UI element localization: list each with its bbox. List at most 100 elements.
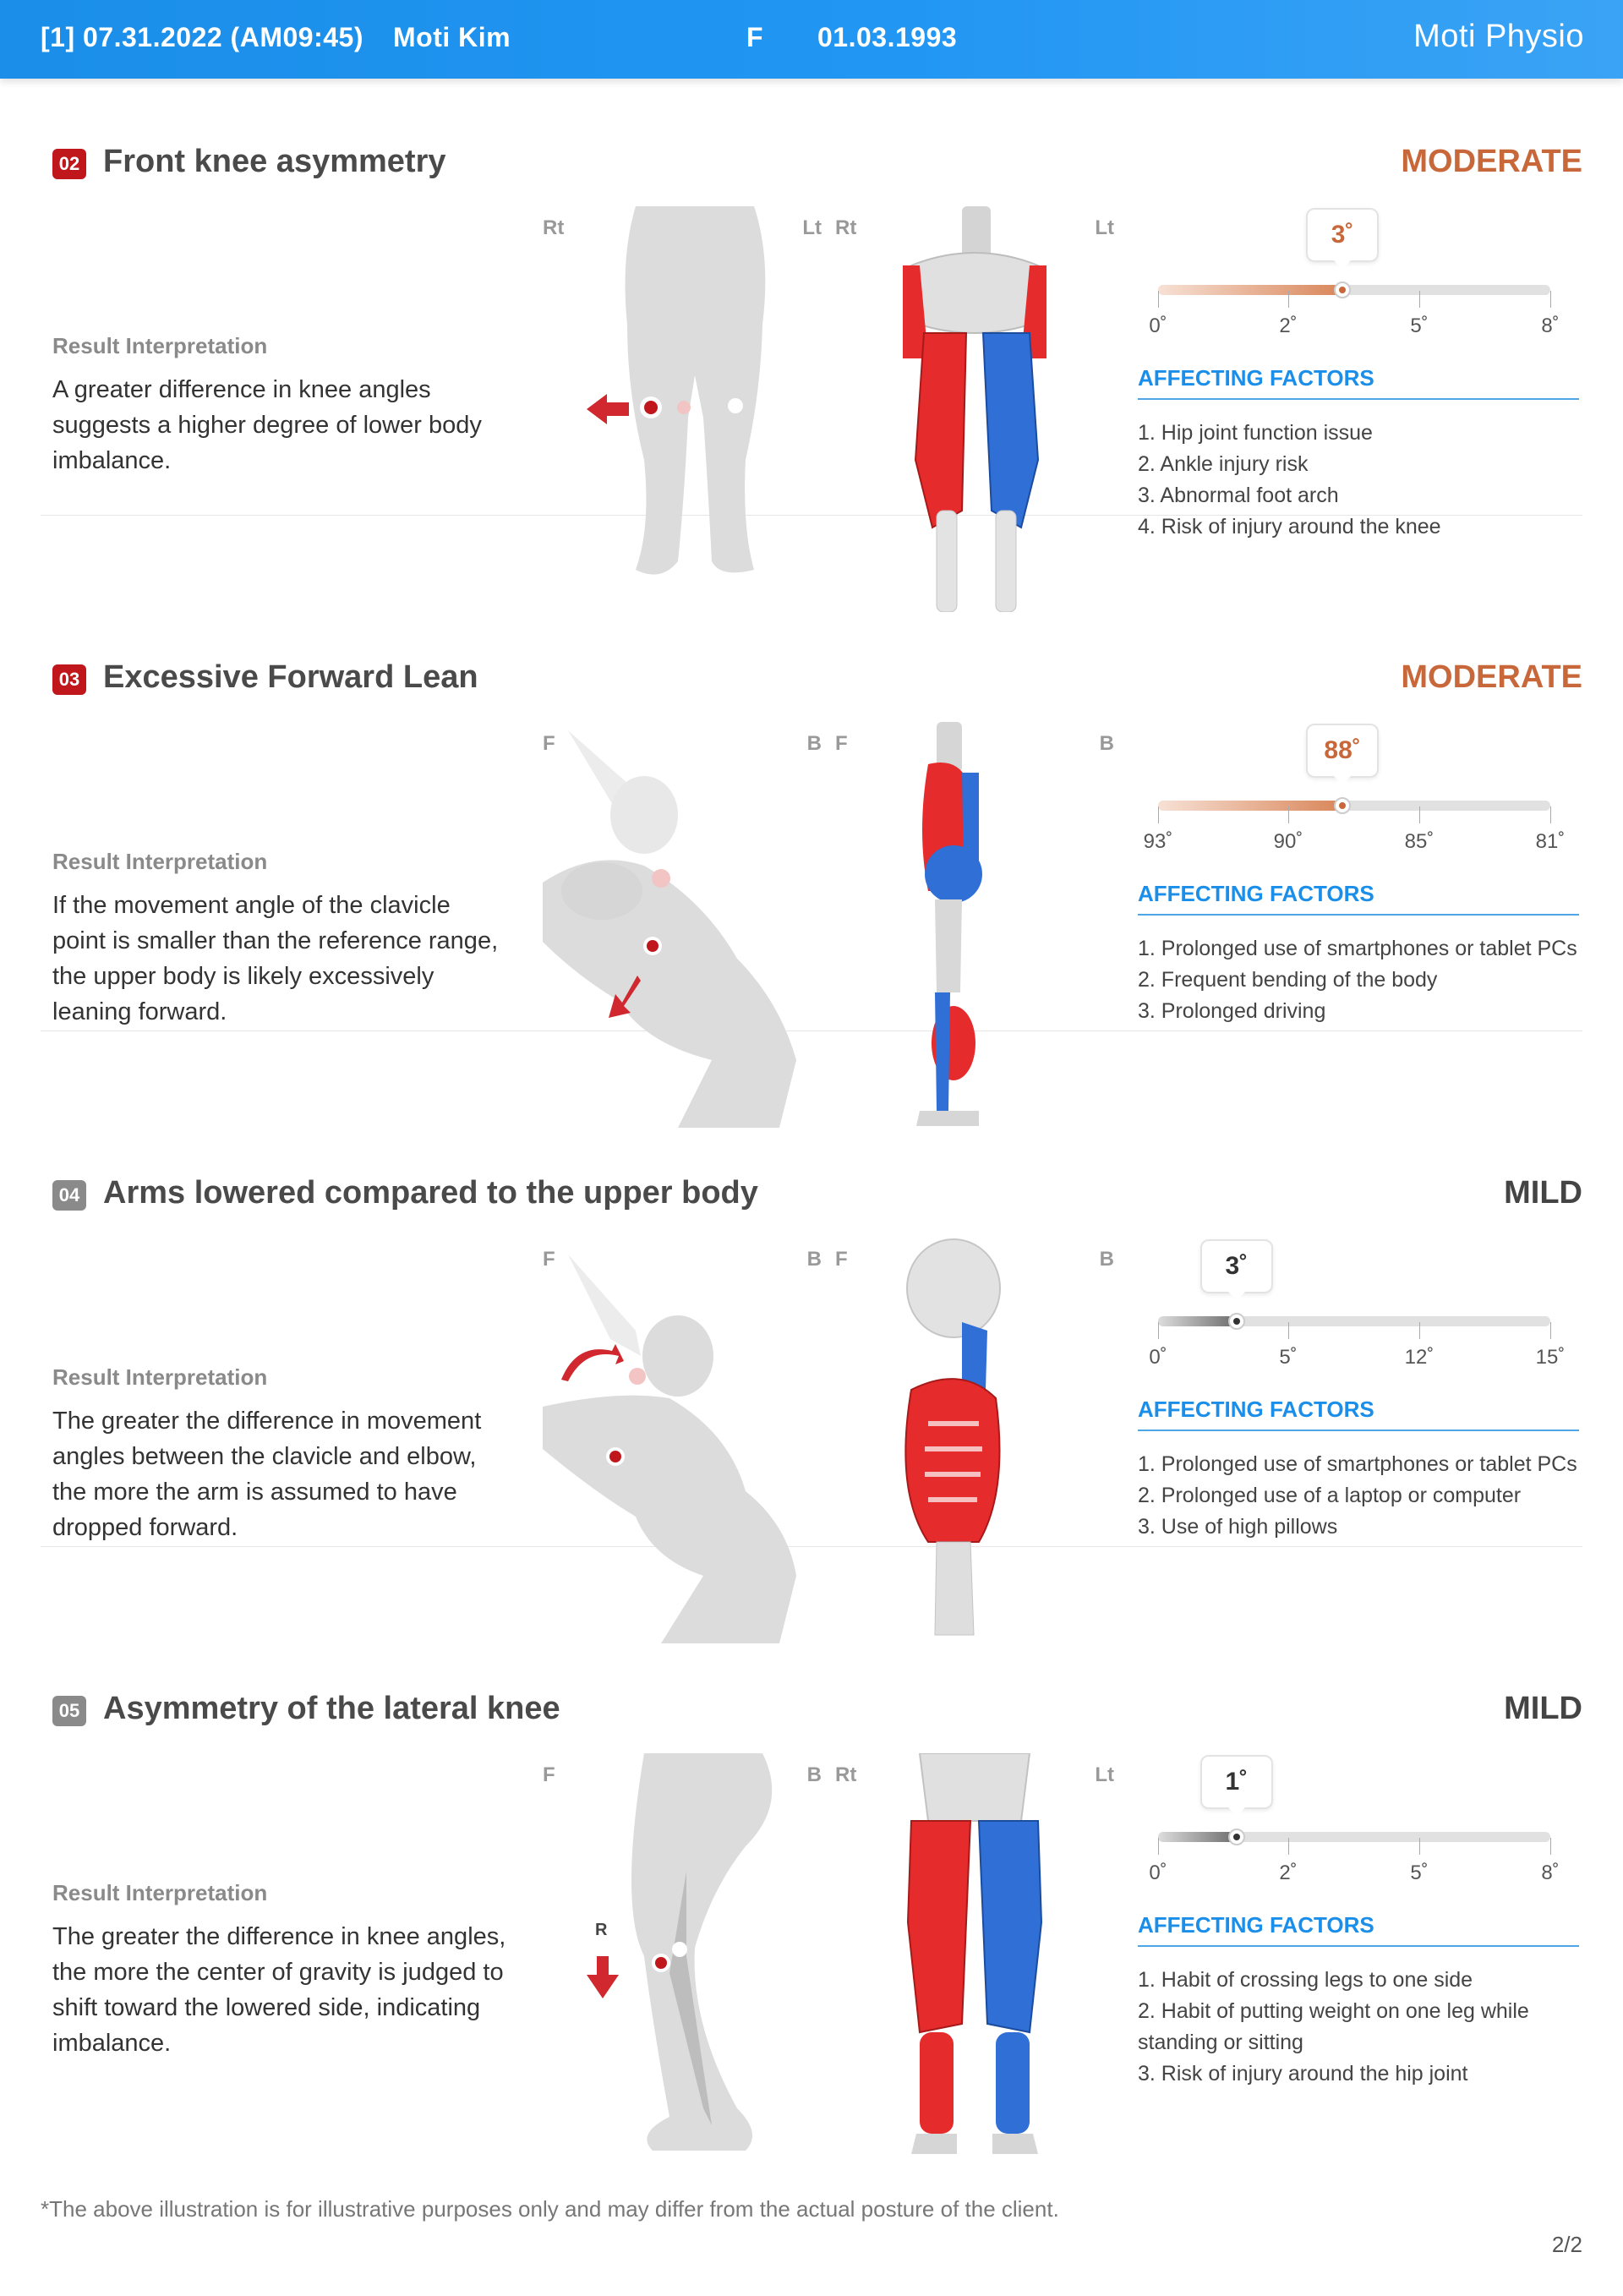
gauge-tick [1419,291,1420,308]
section-front-knee-asymmetry: 02 Front knee asymmetry MODERATE Result … [41,0,1582,612]
factor-item: 1. Habit of crossing legs to one side [1138,1968,1473,1992]
gauge-tick [1158,1322,1159,1339]
squat-silhouette-icon [543,730,796,1128]
section-title: Arms lowered compared to the upper body [103,1175,758,1211]
session-datetime: [1] 07.31.2022 (AM09:45) [41,22,363,52]
factor-item: 1. Prolonged use of smartphones or table… [1138,1452,1577,1476]
measurement-gauge: 3˚ 0˚ 5˚ 12˚ 15˚ [1139,1239,1579,1391]
gauge-marker [1227,1313,1245,1330]
interpretation-label: Result Interpretation [52,333,268,358]
gauge-value-bubble: 3˚ [1199,1239,1273,1301]
measurement-gauge: 1˚ 0˚ 2˚ 5˚ 8˚ [1139,1755,1579,1907]
anatomy-illustration: F B [835,1238,1114,1643]
figure-right-label: Lt [1095,216,1114,239]
severity-badge: MODERATE [1401,659,1582,695]
anatomy-illustration: Rt Lt [835,1753,1114,2159]
gauge-tick-label: 81˚ [1535,830,1566,853]
section-number: 02 [52,149,86,179]
gauge-marker [1334,797,1352,814]
figure-right-label: Lt [1095,1763,1114,1786]
gauge-track [1158,1829,1550,1845]
gauge-value-bubble: 88˚ [1306,724,1380,785]
gauge-track [1158,797,1550,814]
posture-illustration: F B [543,722,822,1128]
affecting-factors-title: AFFECTING FACTORS [1138,1397,1579,1431]
interpretation-text: A greater difference in knee angles sugg… [52,376,482,474]
figure-right-label: B [806,1248,822,1271]
gauge-tick [1419,1322,1420,1339]
measurement-gauge: 3˚ 0˚ 2˚ 5˚ 8˚ [1139,208,1579,360]
section-title: Excessive Forward Lean [103,659,478,695]
figure-left-label: Rt [543,216,565,239]
factor-item: 3. Use of high pillows [1138,1515,1338,1539]
severity-badge: MILD [1504,1691,1582,1726]
factor-item: 4. Risk of injury around the knee [1138,515,1441,538]
gauge-tick [1158,806,1159,823]
figure-left-label: Rt [835,216,857,239]
section-number: 05 [52,1696,86,1726]
affecting-factors-list: 1. Prolonged use of smartphones or table… [1138,1449,1579,1543]
gauge-tick [1550,291,1551,308]
gauge-tick [1550,1838,1551,1855]
gauge-tick-label: 0˚ [1149,1346,1167,1369]
gauge-tick-label: 2˚ [1279,1861,1298,1884]
figure-right-label: Lt [802,216,822,239]
gauge-fill [1158,1832,1237,1842]
gauge-tick [1419,1838,1420,1855]
client-name: Moti Kim [393,22,511,52]
interpretation-label: Result Interpretation [52,1364,268,1390]
anatomy-illustration: F B [835,722,1114,1128]
measurement-gauge: 88˚ 93˚ 90˚ 85˚ 81˚ [1139,724,1579,876]
affecting-factors-title: AFFECTING FACTORS [1138,1912,1579,1947]
factor-item: 1. Prolonged use of smartphones or table… [1138,937,1577,960]
factor-item: 3. Abnormal foot arch [1138,484,1339,507]
gauge-tick [1158,291,1159,308]
figure-right-label: B [806,732,822,755]
gauge-tick [1288,1838,1289,1855]
figure-right-label: B [806,1763,822,1786]
gauge-value-bubble: 3˚ [1306,208,1380,270]
gauge-tick-label: 12˚ [1404,1346,1434,1369]
gauge-tick-label: 5˚ [1410,314,1429,337]
disclaimer-footnote: *The above illustration is for illustrat… [41,2196,1059,2222]
affecting-factors-list: 1. Habit of crossing legs to one side 2.… [1138,1965,1579,2090]
side-leg-silhouette-icon [587,1753,773,2151]
gauge-marker [1227,1829,1245,1845]
gauge-tick-label: 0˚ [1149,1861,1167,1884]
brand-logo: Moti Physio [1413,19,1584,54]
factor-item: 3. Risk of injury around the hip joint [1138,2062,1468,2086]
posture-illustration: F B [543,1238,822,1643]
figure-left-label: F [543,732,555,755]
gauge-marker [1334,282,1352,298]
client-gender: F [746,22,764,52]
section-lateral-knee-asymmetry: 05 Asymmetry of the lateral knee MILD Re… [41,1547,1582,2154]
back-legs-muscles-icon [906,1753,1043,2154]
section-number: 03 [52,664,86,695]
figure-left-label: F [835,1248,848,1271]
report-header: [1] 07.31.2022 (AM09:45) Moti Kim F 01.0… [0,0,1623,79]
gauge-tick-label: 15˚ [1535,1346,1566,1369]
gauge-value-bubble: 1˚ [1199,1755,1273,1817]
gauge-tick-label: 90˚ [1273,830,1303,853]
gauge-tick [1288,291,1289,308]
gauge-track [1158,282,1550,298]
gauge-tick-label: 8˚ [1541,1861,1560,1884]
page-number: 2/2 [1551,2232,1582,2257]
posture-illustration: Rt Lt [543,206,822,612]
gauge-tick-label: 85˚ [1404,830,1434,853]
section-title: Front knee asymmetry [103,144,446,179]
section-number: 04 [52,1180,86,1211]
anatomy-illustration: Rt Lt [835,206,1114,612]
gauge-tick-label: 2˚ [1279,314,1298,337]
gauge-tick [1550,806,1551,823]
gauge-tick [1419,806,1420,823]
gauge-fill [1158,285,1343,295]
side-body-muscles-icon [916,722,982,1126]
gauge-tick [1288,1322,1289,1339]
gauge-tick-label: 5˚ [1279,1346,1298,1369]
interpretation-text: The greater the difference in movement a… [52,1408,482,1541]
affecting-factors-title: AFFECTING FACTORS [1138,881,1579,916]
gauge-tick-label: 0˚ [1149,314,1167,337]
pelvis-thigh-muscles-icon [903,206,1046,612]
gauge-tick-label: 93˚ [1143,830,1173,853]
